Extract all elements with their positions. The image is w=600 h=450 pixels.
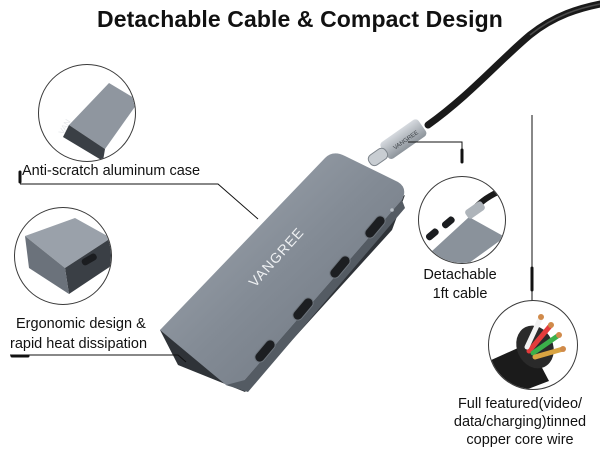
label-ergonomic-line1: Ergonomic design & — [16, 316, 146, 332]
label-detachable-line1: Detachable — [423, 267, 497, 283]
cable-detail-circle — [418, 176, 506, 264]
usb-hub-body: VANGREE — [160, 153, 405, 392]
case-detail-circle: VAN — [38, 64, 136, 162]
heat-dissipation-detail-circle — [14, 207, 112, 305]
label-aluminum-case: Anti-scratch aluminum case — [22, 163, 201, 179]
label-wire-line2: data/charging)tinned — [453, 414, 587, 430]
label-detachable-line2: 1ft cable — [432, 286, 488, 302]
page-title: Detachable Cable & Compact Design — [97, 6, 503, 32]
label-ergonomic-line2: rapid heat dissipation — [10, 336, 148, 352]
label-wire-line3: copper core wire — [466, 432, 574, 448]
wire-detail-circle — [488, 300, 578, 390]
usb-c-plug: VANGREE — [367, 119, 427, 167]
usb-c-cable — [424, 0, 600, 129]
label-wire-line1: Full featured(video/ — [457, 396, 583, 412]
